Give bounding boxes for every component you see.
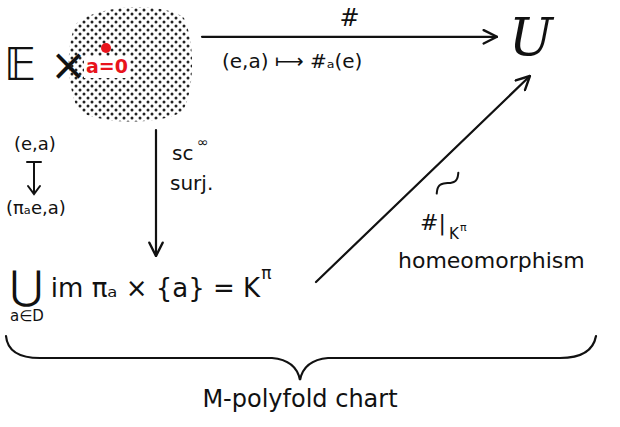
stipple xyxy=(69,7,192,121)
red-point xyxy=(101,43,111,53)
math-node: U xyxy=(503,8,557,72)
math-text: ⋃ xyxy=(10,262,43,308)
arrow-shaft xyxy=(202,36,497,38)
arrow xyxy=(156,130,157,256)
caption-text: M-polyfold chart xyxy=(202,386,397,414)
math-node: ⋃a∈D im πₐ × {a} = Kπ xyxy=(10,262,310,334)
math-label: K xyxy=(449,226,459,243)
math-text: a∈D xyxy=(10,308,44,325)
mapsto-head xyxy=(28,186,40,194)
math-text: im πₐ × {a} = K xyxy=(51,274,260,304)
mapsto-arrow xyxy=(27,162,41,194)
homeomorphism-tilde xyxy=(437,173,459,194)
math-label: (e,a) ⟼ #ₐ(e) xyxy=(222,50,362,73)
math-label: sc xyxy=(172,142,193,165)
mapsto-shaft xyxy=(33,162,35,193)
math-label: (e,a) xyxy=(14,134,56,155)
math-label: ∞ xyxy=(197,134,209,150)
math-node: 𝔼 ×a=0 xyxy=(4,4,196,126)
math-label: surj. xyxy=(170,172,213,195)
math-label: π xyxy=(460,222,467,235)
property-text: homeomorphism xyxy=(398,248,585,273)
math-text: π xyxy=(261,264,271,284)
math-text: U xyxy=(509,8,553,68)
math-label: #| xyxy=(420,210,446,235)
edge-label: # xyxy=(339,5,359,33)
arrow xyxy=(202,36,497,37)
dotted-region: a=0 xyxy=(66,4,194,124)
brace xyxy=(6,336,596,380)
math-label: (πₐe,a) xyxy=(6,198,66,219)
math-text: a=0 xyxy=(84,56,130,78)
arrow-shaft xyxy=(155,130,157,256)
